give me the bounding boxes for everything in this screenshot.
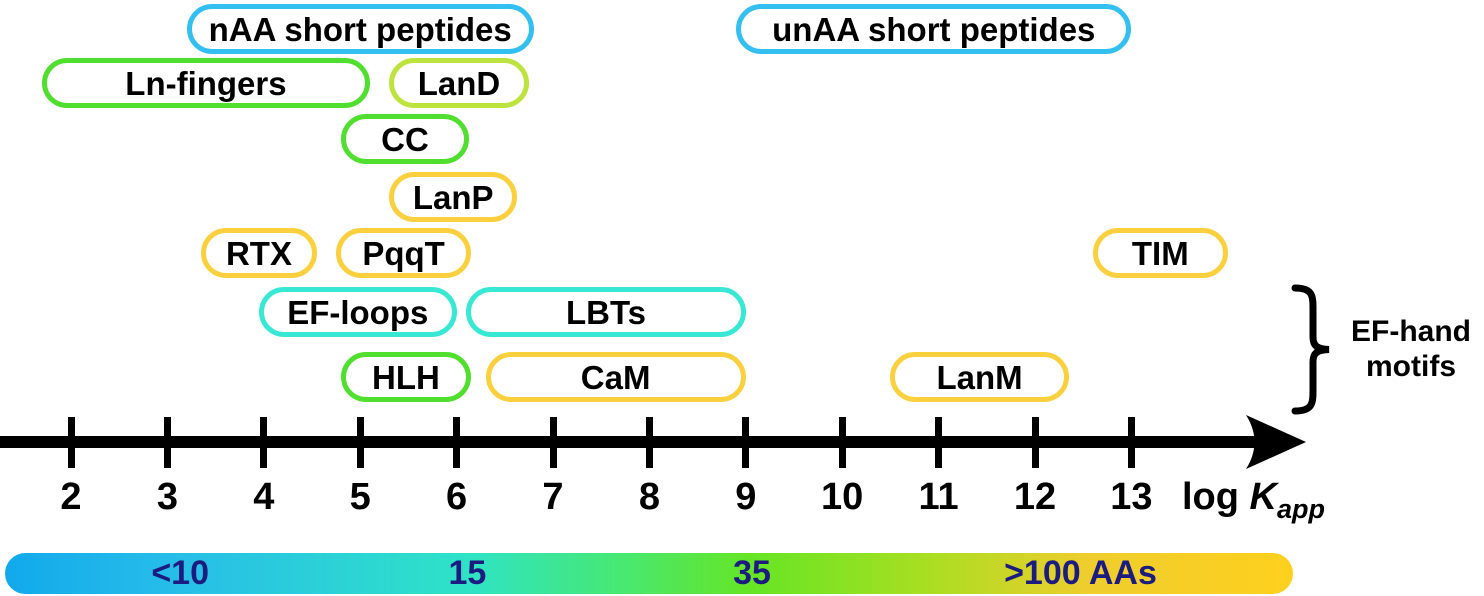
axis-label-k: K [1249, 476, 1277, 518]
axis-tick-label: 9 [735, 476, 757, 518]
pill-label: HLH [372, 358, 440, 396]
pill-label: CC [381, 120, 429, 158]
pill-label: LanM [936, 358, 1023, 396]
range-pill-tim: TIM [1092, 228, 1228, 278]
pill-label: EF-loops [287, 293, 429, 331]
size-label-100-aas: >100 AAs [1004, 554, 1157, 592]
axis-label: log Kapp [1182, 476, 1325, 523]
axis-tick [163, 417, 171, 468]
pill-label: TIM [1131, 234, 1189, 272]
range-pill-lanm: LanM [890, 352, 1069, 402]
pill-label: unAA short peptides [772, 10, 1096, 48]
axis-line [0, 436, 1258, 448]
ef-hand-label-line2: motifs [1366, 350, 1456, 383]
ef-hand-motifs-label: EF-hand motifs [1338, 314, 1484, 384]
axis-tick [742, 417, 750, 468]
range-pill-hlh: HLH [340, 352, 472, 402]
axis-arrowhead [1246, 415, 1306, 469]
axis-tick-label: 7 [542, 476, 564, 518]
axis-tick [453, 417, 461, 468]
range-pill-unaa-short-peptides: unAA short peptides [736, 4, 1132, 54]
range-pill-lanp: LanP [389, 172, 518, 222]
pill-label: PqqT [362, 234, 445, 272]
range-pill-lbts: LBTs [466, 287, 746, 337]
axis-tick-label: 6 [446, 476, 468, 518]
axis-tick-label: 11 [918, 476, 959, 518]
size-label-35: 35 [733, 554, 771, 592]
axis-tick [356, 417, 364, 468]
range-pill-ln-fingers: Ln-fingers [42, 58, 370, 108]
range-pill-ef-loops: EF-loops [258, 287, 457, 337]
ef-hand-label-line1: EF-hand [1351, 315, 1471, 348]
pill-label: nAA short peptides [208, 10, 512, 48]
pill-label: LanP [412, 178, 494, 216]
axis-label-log: log [1182, 476, 1250, 518]
range-pill-rtx: RTX [201, 228, 317, 278]
axis-tick [549, 417, 557, 468]
pill-label: LBTs [565, 293, 647, 331]
axis-tick [1031, 417, 1039, 468]
axis-tick-label: 12 [1013, 476, 1057, 518]
range-pill-land: LanD [389, 58, 529, 108]
axis-tick-label: 5 [349, 476, 371, 518]
size-gradient-bar: <10 15 35 >100 AAs [5, 553, 1293, 594]
size-label-10: <10 [151, 554, 209, 592]
axis-tick-label: 13 [1110, 476, 1153, 518]
axis-label-subscript: app [1277, 494, 1326, 524]
pill-label: RTX [225, 234, 292, 272]
axis-tick [67, 417, 75, 468]
pill-label: LanD [417, 64, 501, 102]
axis-tick [260, 417, 268, 468]
axis-tick-label: 4 [253, 476, 275, 518]
axis-tick-label: 3 [156, 476, 178, 518]
axis-tick [645, 417, 653, 468]
axis-tick-label: 10 [821, 476, 864, 518]
range-pill-cc: CC [340, 114, 470, 164]
range-pill-naa-short-peptides: nAA short peptides [186, 4, 534, 54]
axis-tick-label: 8 [638, 476, 660, 518]
pill-label: CaM [580, 358, 651, 396]
axis-tick-label: 2 [60, 476, 82, 518]
axis-tick [1127, 417, 1135, 468]
range-pill-cam: CaM [485, 352, 746, 402]
axis-tick [935, 417, 943, 468]
range-pill-pqqt: PqqT [336, 228, 472, 278]
size-label-15: 15 [448, 554, 487, 592]
ef-hand-brace-icon [1291, 284, 1330, 415]
pill-label: Ln-fingers [125, 64, 287, 102]
axis-tick [838, 417, 846, 468]
